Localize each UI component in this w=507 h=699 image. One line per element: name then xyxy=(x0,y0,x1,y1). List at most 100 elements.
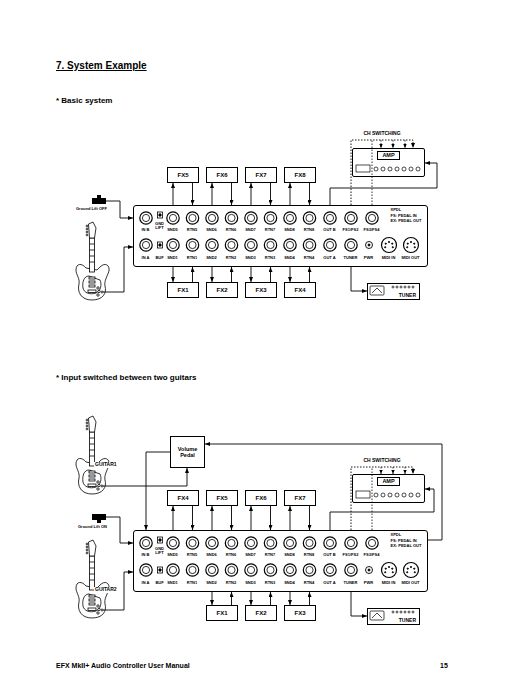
jack xyxy=(206,537,218,549)
tuner-icon xyxy=(370,286,414,620)
jack-label: SND8 xyxy=(284,553,295,557)
jack xyxy=(140,212,152,224)
jack xyxy=(225,212,237,224)
effect-box: FX7 xyxy=(284,490,316,506)
jack xyxy=(303,537,315,549)
signal-connector xyxy=(251,183,252,205)
node-text: FX1 xyxy=(216,610,227,616)
node-text: TUNER xyxy=(399,292,416,298)
jack xyxy=(368,214,375,221)
effect-box: FX5 xyxy=(167,167,199,183)
jack-label: IN A xyxy=(142,581,150,585)
amp-box: AMP xyxy=(352,148,425,177)
node-text: FX2 xyxy=(255,610,266,616)
jack xyxy=(142,539,149,546)
power-jack xyxy=(366,567,373,574)
cable xyxy=(103,201,187,610)
text-label: EFX MkII+ Audio Controller User Manual xyxy=(56,662,190,670)
jack xyxy=(303,564,315,576)
signal-connector xyxy=(173,183,174,205)
jack-label: OUT A xyxy=(323,581,335,585)
jack-label: MIDI IN xyxy=(382,581,396,585)
jack-label: RTN4 xyxy=(304,256,314,260)
jack-label: SND3 xyxy=(245,256,256,260)
midi-pin xyxy=(392,568,393,569)
jack-label: IN B xyxy=(142,553,150,557)
jack xyxy=(247,566,254,573)
guitar xyxy=(76,540,109,618)
jack-label: FS: PEDAL IN xyxy=(391,214,417,218)
signal-connector xyxy=(192,267,193,282)
midi-pin xyxy=(414,568,415,569)
ground-lift-switch xyxy=(92,195,106,523)
switch xyxy=(158,537,163,543)
jack xyxy=(142,214,149,221)
pedal-box: Volume Pedal xyxy=(170,436,205,468)
jack xyxy=(225,537,237,549)
midi-pin xyxy=(388,241,389,242)
midi-pin xyxy=(385,568,386,569)
switch xyxy=(158,567,163,573)
signal-connector xyxy=(351,592,367,616)
node-text: FX7 xyxy=(294,495,305,501)
jack xyxy=(169,539,176,546)
midi-jack xyxy=(404,563,419,578)
midi-pin xyxy=(407,568,408,569)
jack-label: FS1/FS2 xyxy=(343,228,359,232)
switch xyxy=(158,242,163,248)
jack xyxy=(267,241,274,248)
signal-connector xyxy=(351,140,413,205)
jack-label: SND8 xyxy=(284,228,295,232)
jack-label: MIDI OUT xyxy=(402,256,420,260)
jack xyxy=(284,537,296,549)
midi-pin xyxy=(385,243,386,244)
node-text: FX3 xyxy=(255,287,266,293)
jack-label: SND6 xyxy=(206,228,217,232)
jack-label: RTN7 xyxy=(265,228,275,232)
jack xyxy=(142,566,149,573)
effect-box: FX4 xyxy=(167,490,199,506)
jack xyxy=(264,212,276,224)
text-label: Ground Lift OFF xyxy=(76,207,107,211)
signal-connector xyxy=(330,489,434,530)
midi-pin xyxy=(410,566,411,567)
jack xyxy=(347,214,354,221)
signal-connector xyxy=(290,267,291,282)
jack xyxy=(142,241,149,248)
jack-label: SND1 xyxy=(167,256,178,260)
jack xyxy=(140,537,152,549)
jack xyxy=(228,214,235,221)
jack xyxy=(347,539,354,546)
signal-connector xyxy=(309,592,310,605)
jack-label: SND2 xyxy=(206,581,217,585)
jack xyxy=(284,239,296,251)
midi-pin xyxy=(414,572,415,573)
jack-label: TUNER xyxy=(344,581,358,585)
jack xyxy=(208,241,215,248)
jack xyxy=(186,564,198,576)
amp-panel xyxy=(356,165,420,498)
signal-connector xyxy=(309,183,310,205)
midi-pin xyxy=(392,572,393,573)
midi-pin xyxy=(414,247,415,248)
jack xyxy=(189,214,196,221)
jack xyxy=(186,239,198,251)
power-jack xyxy=(366,242,373,249)
midi-jack xyxy=(404,238,419,253)
midi-pin xyxy=(385,572,386,573)
midi-pin xyxy=(392,243,393,244)
jack xyxy=(366,212,378,224)
jack xyxy=(286,539,293,546)
jack xyxy=(286,214,293,221)
jack xyxy=(189,241,196,248)
effect-box: FX2 xyxy=(245,605,277,621)
jack xyxy=(347,241,354,248)
edge-label: CH SWITCHING xyxy=(362,131,401,137)
controller-unit: IN BGND LIFTSND5RTN5SND6RTN6SND7RTN7SND8… xyxy=(133,205,428,267)
jack xyxy=(186,212,198,224)
jack-label: RTN2 xyxy=(226,581,236,585)
node-text: FX5 xyxy=(177,172,188,178)
signal-connector xyxy=(290,592,291,605)
jack xyxy=(264,537,276,549)
